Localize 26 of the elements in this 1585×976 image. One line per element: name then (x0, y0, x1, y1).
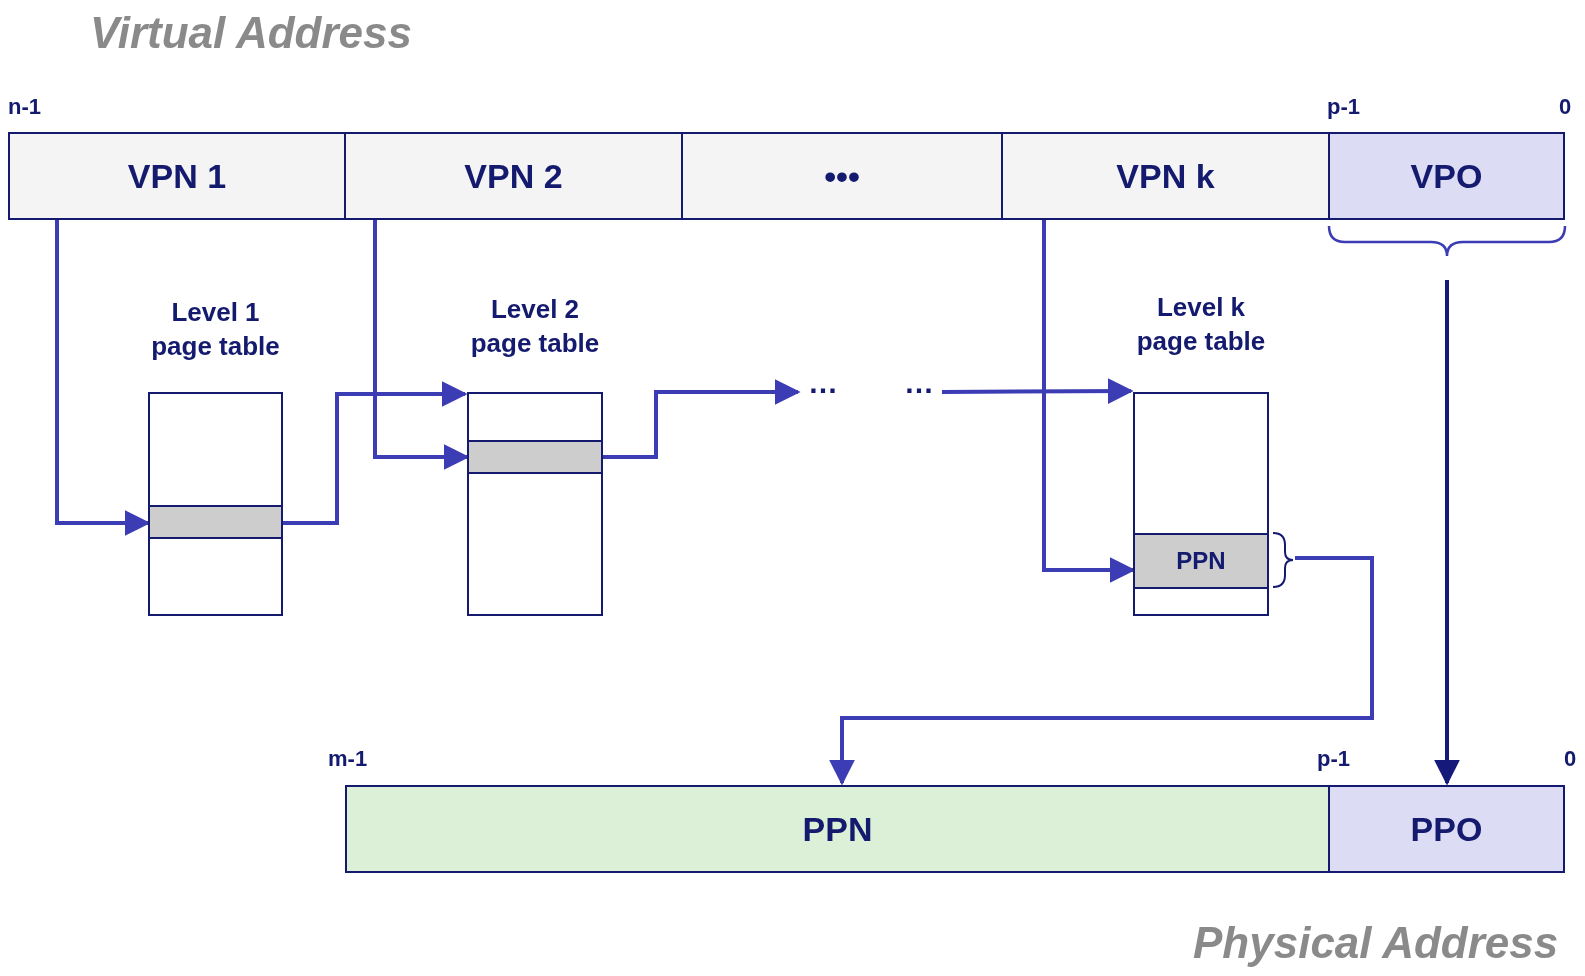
address-field: VPN 2 (344, 132, 683, 220)
bit-index: p-1 (1317, 746, 1350, 772)
ellipsis: … (896, 366, 942, 406)
bit-index: n-1 (8, 94, 41, 120)
address-field: VPN k (1001, 132, 1330, 220)
table-heading: Level 2 page table (469, 293, 601, 360)
page-table-entry (150, 505, 281, 539)
arrow (1434, 280, 1460, 786)
bit-index: 0 (1564, 746, 1577, 772)
bit-index: m-1 (328, 746, 368, 772)
address-field: ••• (681, 132, 1003, 220)
arrow (942, 378, 1134, 405)
table-heading: Level 1 page table (150, 296, 281, 363)
address-field: PPN (345, 785, 1330, 873)
bit-index: 0 (1559, 94, 1572, 120)
address-field: VPN 1 (8, 132, 346, 220)
address-title: Virtual Address (90, 8, 412, 58)
page-table-entry (469, 440, 601, 474)
address-title: Physical Address (1193, 918, 1559, 968)
address-field: VPO (1328, 132, 1565, 220)
page-table-entry: PPN (1135, 533, 1267, 589)
bit-index: p-1 (1327, 94, 1360, 120)
ellipsis: … (800, 366, 846, 406)
table-heading: Level k page table (1135, 291, 1267, 358)
address-field: PPO (1328, 785, 1565, 873)
arrow (829, 556, 1374, 786)
